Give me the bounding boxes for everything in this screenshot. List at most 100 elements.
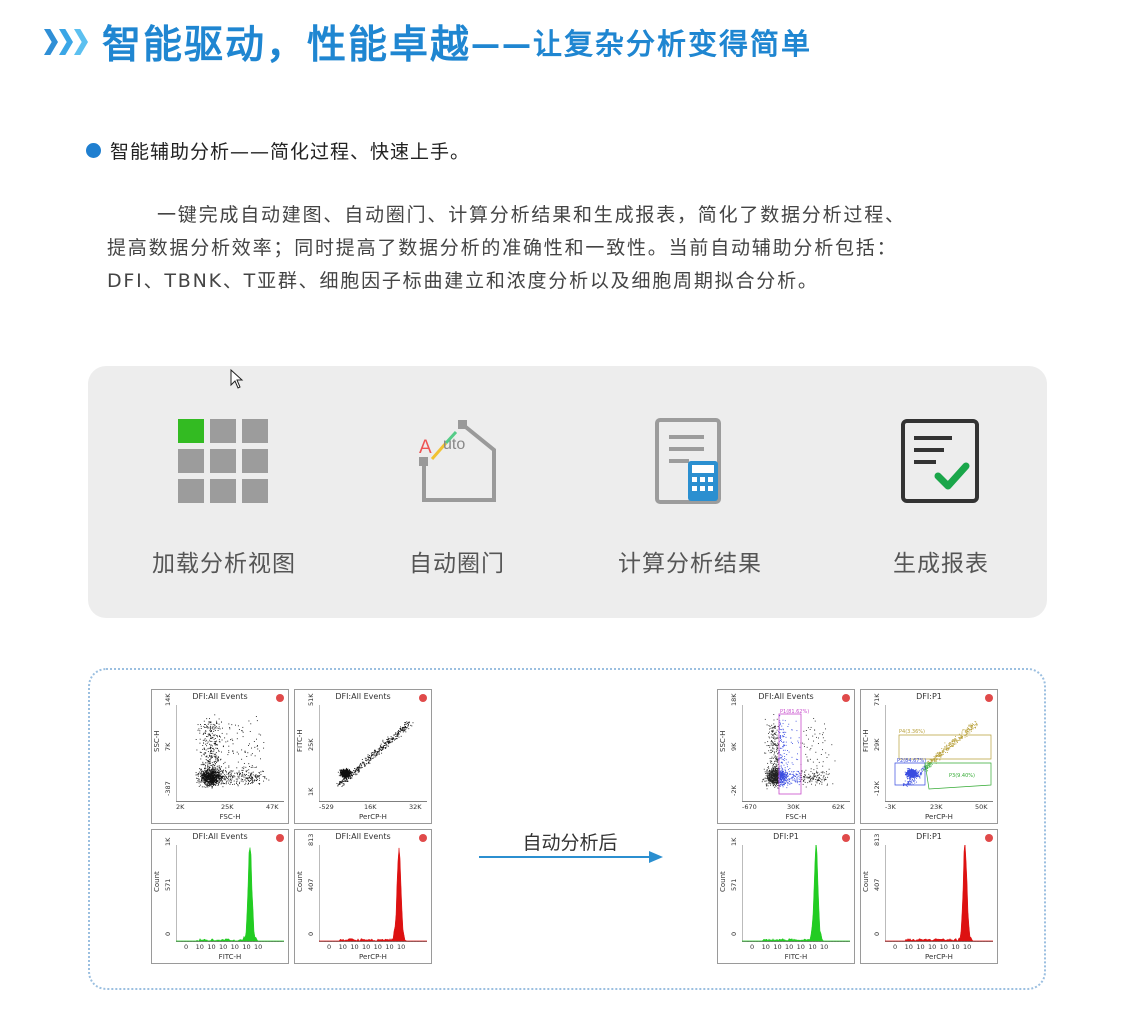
event-dot (211, 770, 213, 772)
event-dot (921, 768, 923, 770)
x-tick-label: 10 (397, 943, 406, 951)
close-plot-icon[interactable] (985, 694, 993, 702)
event-dot (241, 767, 243, 769)
event-dot (237, 773, 239, 775)
event-dot (345, 775, 347, 777)
event-dot (218, 771, 220, 773)
event-dot (766, 775, 768, 777)
event-dot (229, 727, 231, 728)
event-dot (782, 746, 784, 747)
event-dot (219, 779, 221, 781)
event-dot (780, 762, 782, 764)
event-dot (908, 777, 910, 779)
event-dot (914, 779, 916, 781)
event-dot (353, 774, 355, 776)
event-dot (968, 725, 970, 727)
event-dot (805, 753, 807, 755)
event-dot (243, 768, 245, 770)
event-dot (258, 783, 260, 785)
event-dot (374, 751, 375, 753)
event-dot (213, 743, 215, 745)
event-dot (241, 775, 243, 777)
event-dot (206, 745, 208, 747)
event-dot (766, 772, 768, 774)
event-dot (773, 783, 775, 785)
event-dot (402, 730, 404, 732)
event-dot (820, 771, 822, 773)
event-dot (954, 743, 956, 745)
event-dot (388, 743, 390, 745)
event-dot (821, 772, 823, 774)
close-plot-icon[interactable] (276, 694, 284, 702)
event-dot (946, 744, 948, 746)
step-label: 加载分析视图 (152, 551, 296, 577)
event-dot (213, 769, 215, 771)
event-dot (218, 779, 220, 781)
event-dot (243, 762, 245, 764)
event-dot (402, 729, 404, 731)
event-dot (776, 748, 778, 749)
close-plot-icon[interactable] (842, 694, 850, 702)
event-dot (400, 731, 402, 733)
event-dot (907, 783, 909, 785)
event-dot (779, 771, 781, 773)
event-dot (386, 738, 388, 740)
event-dot (941, 754, 943, 756)
event-dot (349, 774, 351, 776)
event-dot (230, 776, 231, 778)
event-dot (210, 755, 212, 757)
event-dot (206, 784, 208, 786)
event-dot (911, 770, 913, 772)
event-dot (813, 777, 815, 779)
event-dot (776, 782, 778, 783)
event-dot (238, 777, 240, 779)
event-dot (802, 783, 804, 785)
event-dot (940, 754, 942, 756)
event-dot (255, 766, 257, 768)
event-dot (766, 784, 768, 786)
event-dot (232, 770, 234, 772)
event-dot (227, 777, 228, 779)
event-dot (215, 758, 217, 760)
event-dot (381, 752, 383, 754)
event-dot (915, 776, 917, 777)
close-plot-icon[interactable] (419, 694, 427, 702)
event-dot (210, 744, 212, 746)
event-dot (210, 747, 211, 748)
event-dot (775, 770, 777, 772)
close-plot-icon[interactable] (419, 834, 427, 842)
event-dot (402, 727, 404, 729)
event-dot (249, 776, 251, 778)
event-dot (951, 745, 953, 747)
event-dot (204, 778, 206, 780)
event-dot (942, 750, 944, 751)
event-dot (912, 771, 914, 773)
event-dot (930, 762, 932, 763)
event-dot (396, 735, 398, 737)
event-dot (211, 778, 213, 780)
event-dot (217, 730, 219, 731)
event-dot (963, 729, 965, 731)
event-dot (226, 773, 228, 775)
event-dot (927, 770, 929, 772)
event-dot (343, 775, 345, 776)
event-dot (793, 771, 795, 772)
event-dot (774, 766, 775, 768)
event-dot (780, 740, 782, 742)
event-dot (827, 774, 829, 776)
event-dot (341, 772, 343, 774)
event-dot (218, 772, 220, 774)
event-dot (927, 765, 929, 767)
event-dot (933, 759, 935, 761)
x-tick-label: 2K (176, 803, 185, 811)
event-dot (774, 773, 776, 775)
event-dot (786, 779, 788, 781)
close-plot-icon[interactable] (276, 834, 284, 842)
event-dot (210, 750, 212, 752)
